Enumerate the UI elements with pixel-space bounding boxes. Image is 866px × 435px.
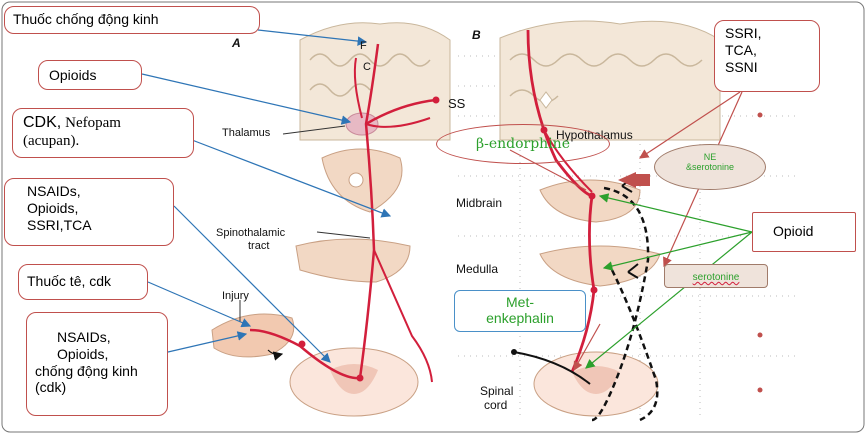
label-medulla: Medulla: [456, 262, 499, 276]
label-midbrain: Midbrain: [456, 196, 503, 210]
medulla-section-b: [539, 245, 661, 287]
met-enkephalin-2: enkephalin: [486, 310, 554, 327]
medulla-section-a: [295, 238, 411, 283]
label-c: C: [363, 61, 371, 73]
callout-anticonvulsants-text: Thuốc chống động kinh: [13, 11, 159, 27]
brain-cortex-b: [499, 20, 721, 141]
label-injury: Injury: [222, 290, 249, 302]
panel-a-label: A: [232, 36, 241, 50]
panel-a-drawing: [211, 22, 451, 417]
callout-ssri: SSRI, TCA, SSNI: [714, 20, 820, 92]
label-spinal-1: Spinal: [480, 384, 514, 398]
ne-serotonine-text: &serotonine: [685, 161, 735, 172]
callout-nsaids-mid: NSAIDs, Opioids, SSRI,TCA: [4, 178, 174, 246]
callout-nsaids-mid-3: SSRI,TCA: [27, 216, 92, 233]
connector-arrows: [141, 29, 753, 372]
callout-nsaids-low-3: chống động kinh: [35, 362, 138, 379]
callout-opioid-right-text: Opioid: [773, 223, 814, 239]
callout-nsaids-low-1: NSAIDs,: [57, 329, 111, 345]
callout-ssri-3: SSNI: [725, 58, 758, 75]
beta-endorphine-text: β-endorphine: [476, 136, 570, 152]
met-enkephalin-1: Met-: [506, 294, 534, 310]
callout-nsaids-mid-1: NSAIDs,: [27, 183, 81, 199]
serotonine-box: serotonine: [664, 264, 768, 288]
label-ss: SS: [448, 96, 466, 111]
ne-text: NE: [703, 152, 717, 162]
callout-acupan-text: (acupan).: [23, 133, 80, 150]
label-spinothalamic-1: Spinothalamic: [216, 227, 286, 239]
callout-ssri-1: SSRI,: [725, 25, 762, 41]
callout-nsaids-low-4: (cdk): [35, 379, 67, 396]
injury-skin: [211, 313, 295, 358]
panel-b-label: B: [472, 28, 481, 42]
callout-cdk-nefopam: CDK, Nefopam (acupan).: [12, 108, 194, 158]
callout-opioid-right: Opioid: [752, 212, 856, 252]
callout-nefopam-text: Nefopam: [65, 115, 121, 131]
ne-serotonine-oval: NE &serotonine: [654, 144, 766, 190]
serotonine-text: serotonine: [692, 272, 740, 283]
callout-nsaids-low: NSAIDs, Opioids, chống động kinh (cdk): [26, 312, 168, 416]
callout-anticonvulsants: Thuốc chống động kinh: [4, 6, 260, 34]
panel-b-drawing: [458, 20, 800, 422]
callout-cdk-text: CDK,: [23, 114, 62, 131]
callout-local-anesthetic-text: Thuốc tê, cdk: [27, 273, 112, 289]
callout-local-anesthetic: Thuốc tê, cdk: [18, 264, 148, 300]
label-spinal-2: cord: [484, 398, 508, 412]
label-spinothalamic-2: tract: [248, 240, 270, 252]
label-f: F: [360, 40, 367, 52]
callout-nsaids-low-2: Opioids,: [57, 345, 109, 362]
callout-nsaids-mid-2: Opioids,: [27, 199, 79, 216]
callout-opioids-top-text: Opioids: [49, 67, 97, 83]
met-enkephalin-box: Met- enkephalin: [454, 290, 586, 332]
label-thalamus: Thalamus: [222, 127, 271, 139]
callout-ssri-2: TCA,: [725, 41, 757, 58]
beta-endorphine-oval: β-endorphine: [436, 124, 610, 164]
callout-opioids-top: Opioids: [38, 60, 142, 90]
brain-cortex-a: [299, 22, 451, 141]
